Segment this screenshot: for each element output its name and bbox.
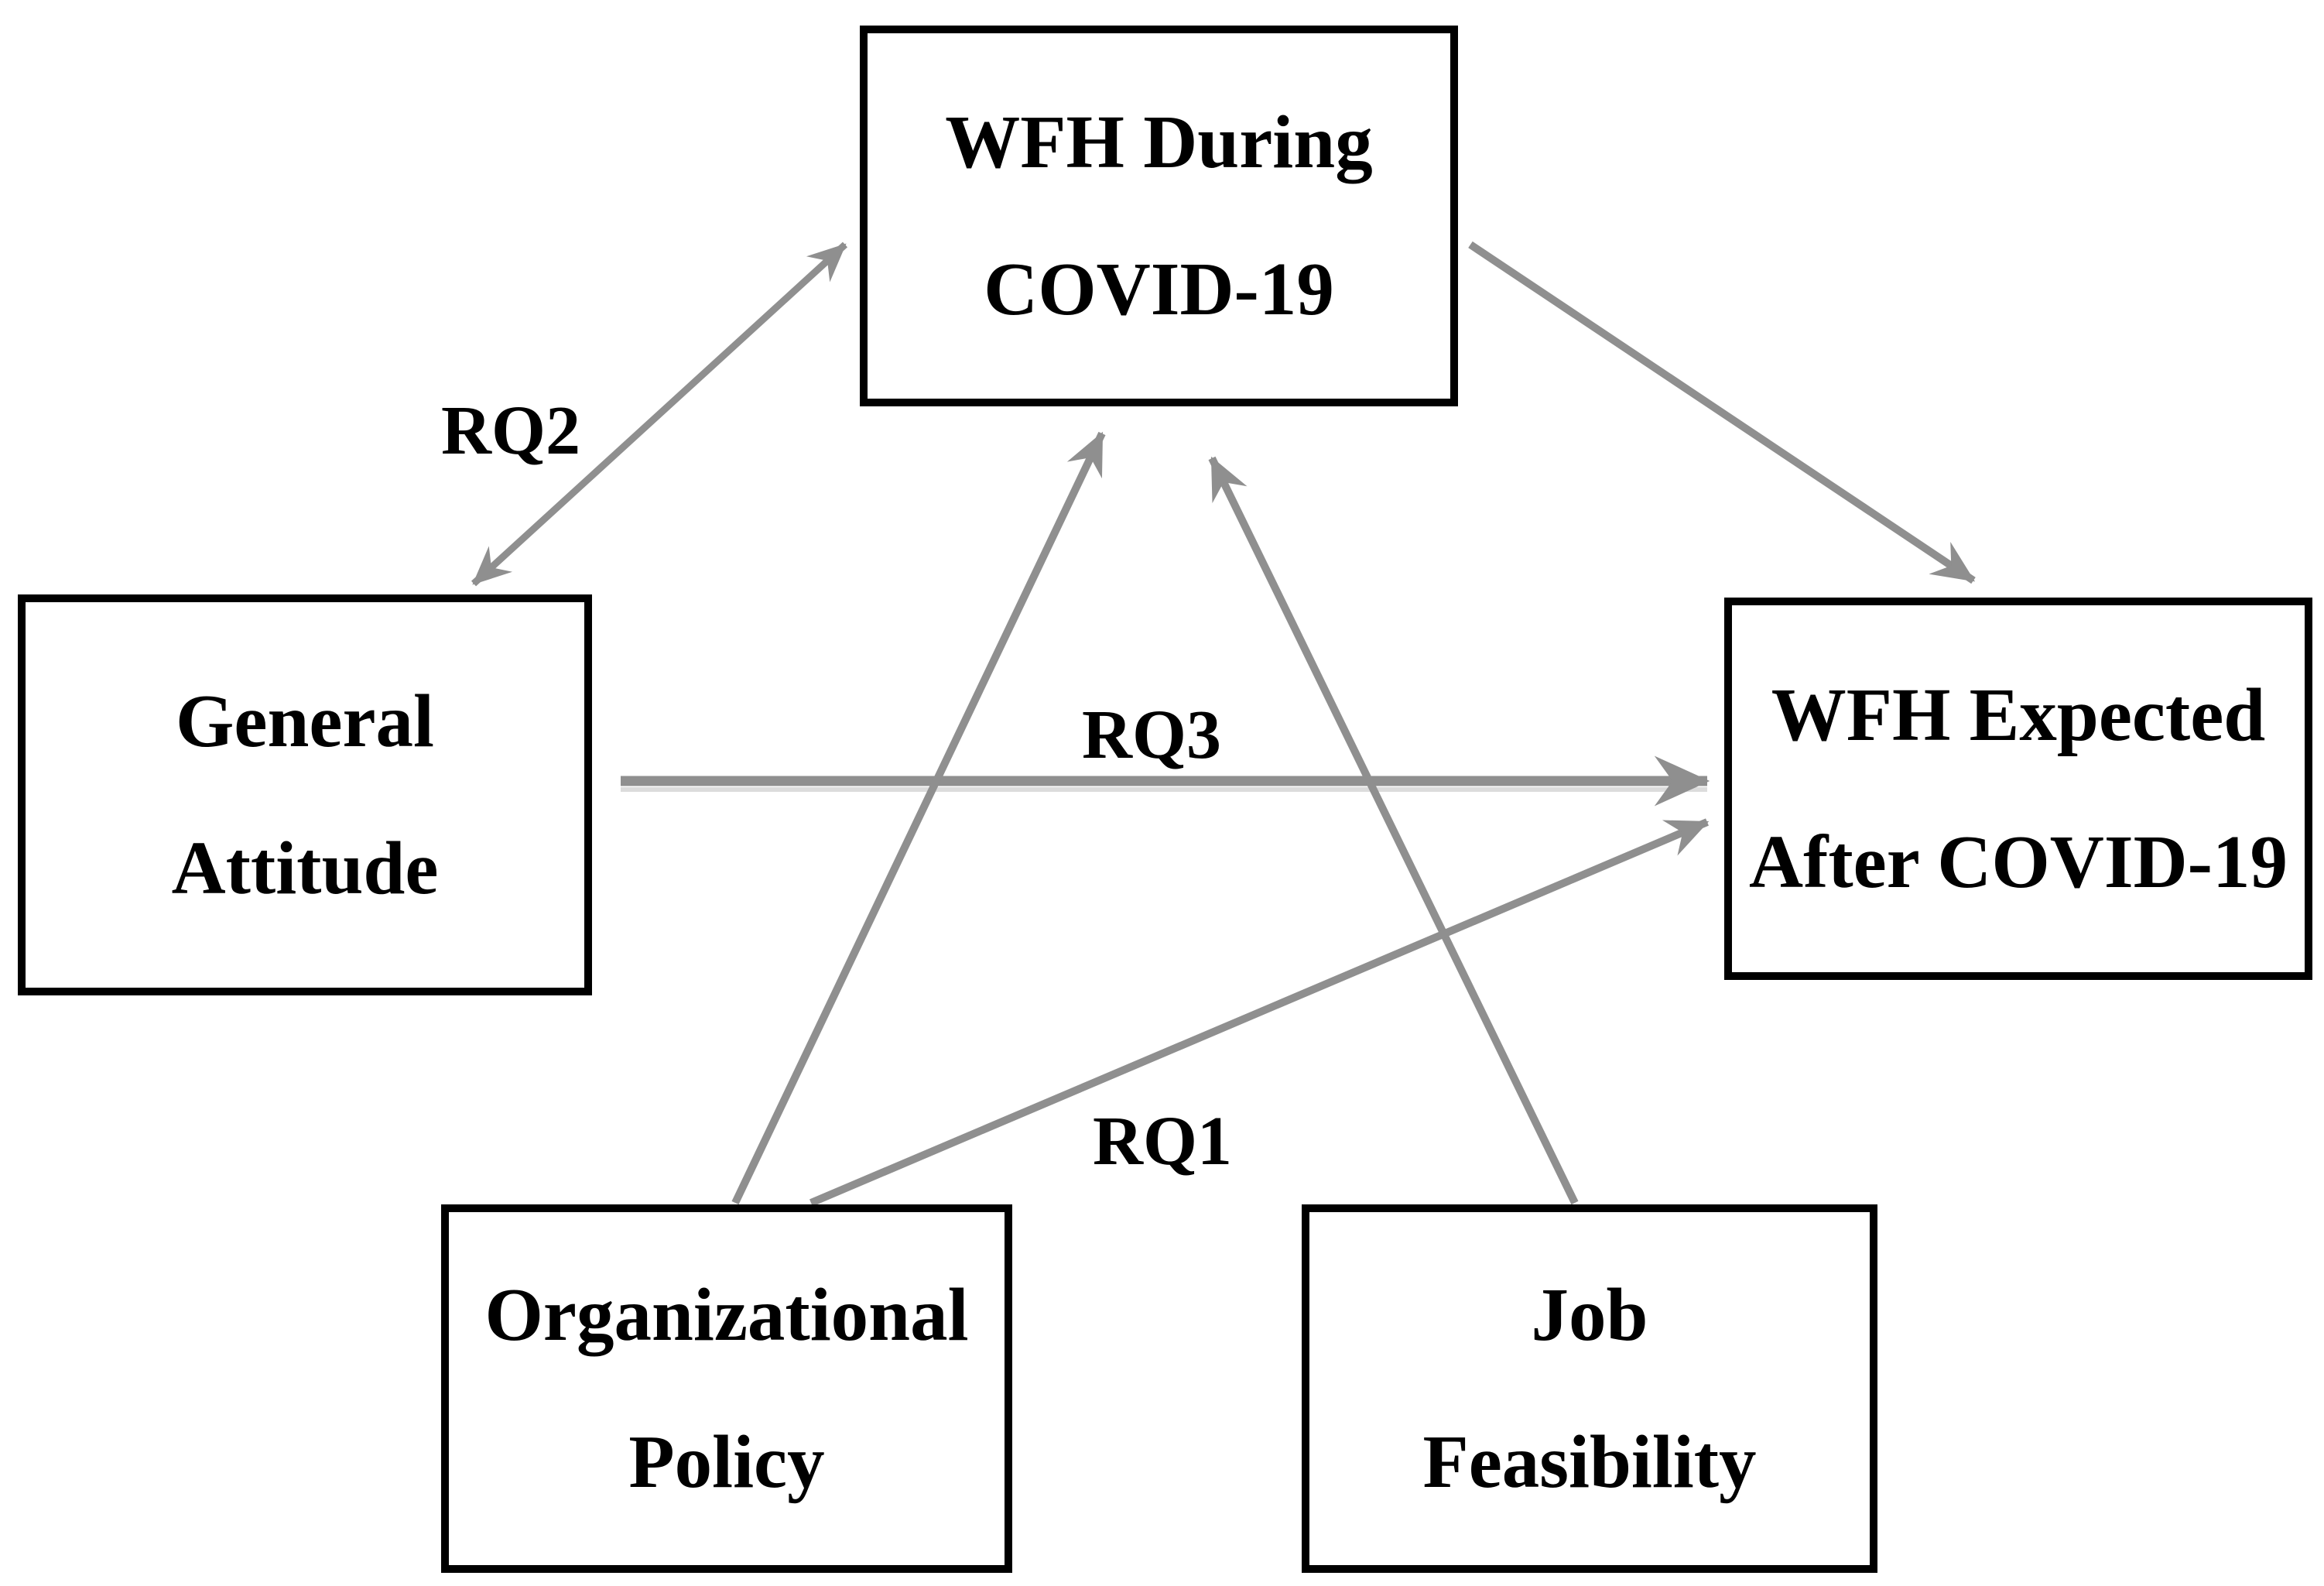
- arrow-feasibility-to-during: [1208, 456, 1579, 1205]
- rq3-label: RQ3: [1082, 697, 1221, 773]
- rq1-label: RQ1: [1093, 1103, 1232, 1180]
- arrow-rq2-attitude-during: [471, 241, 848, 587]
- node-label-line2: Policy: [628, 1420, 825, 1503]
- node-label-line1: WFH During: [945, 101, 1373, 183]
- arrow-during-to-expected: [1468, 241, 1976, 584]
- node-label-line1: Organizational: [484, 1273, 969, 1356]
- node-label-line1: General: [175, 680, 434, 762]
- rq2-label: RQ2: [441, 392, 580, 469]
- arrow-policy-to-during: [731, 431, 1106, 1205]
- node-label-line2: COVID-19: [984, 248, 1334, 331]
- arrow-rq1-policy-to-expected: [809, 818, 1710, 1207]
- node-label-line1: Job: [1531, 1273, 1648, 1356]
- node-label-line2: After COVID-19: [1749, 820, 2288, 903]
- node-label-line2: Feasibility: [1422, 1420, 1757, 1503]
- node-label-line1: WFH Expected: [1771, 673, 2266, 756]
- node-label-line2: Attitude: [171, 827, 439, 909]
